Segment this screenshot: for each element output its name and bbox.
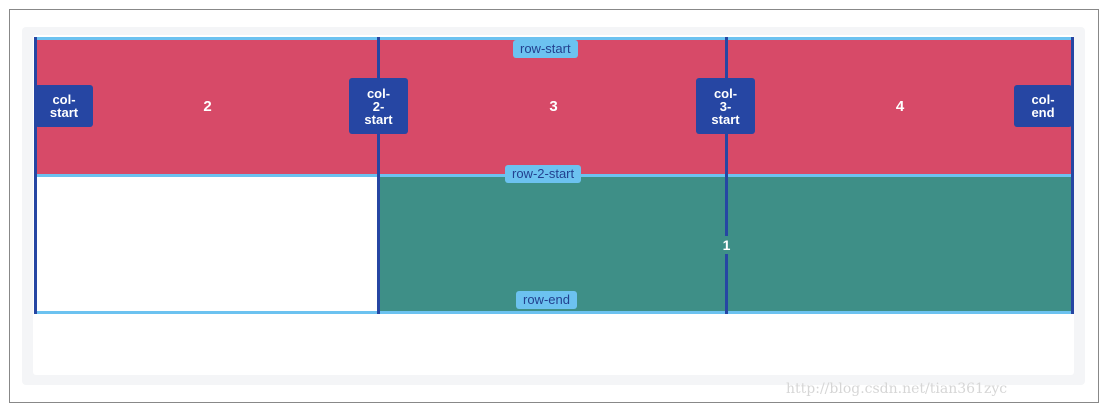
row-start-label: row-start bbox=[513, 40, 578, 58]
row-line-end bbox=[35, 311, 1073, 314]
col-2-start-label: col- 2- start bbox=[349, 78, 408, 134]
col-end-label: col- end bbox=[1014, 85, 1072, 127]
col-line-start bbox=[34, 37, 37, 314]
row-end-label: row-end bbox=[516, 291, 577, 309]
col-3-start-label: col- 3- start bbox=[696, 78, 755, 134]
row-line-start bbox=[35, 37, 1073, 40]
grid-item-3: 3 bbox=[380, 38, 727, 175]
grid-empty-cell bbox=[35, 175, 380, 312]
col-line-end bbox=[1071, 37, 1074, 314]
col-start-label: col- start bbox=[35, 85, 93, 127]
col-line-3-start bbox=[725, 37, 728, 314]
grid-item-1-label: 1 bbox=[720, 236, 733, 254]
row-2-start-label: row-2-start bbox=[505, 165, 582, 183]
col-line-2-start bbox=[377, 37, 380, 314]
watermark: http://blog.csdn.net/tian361zyc bbox=[786, 381, 1008, 397]
